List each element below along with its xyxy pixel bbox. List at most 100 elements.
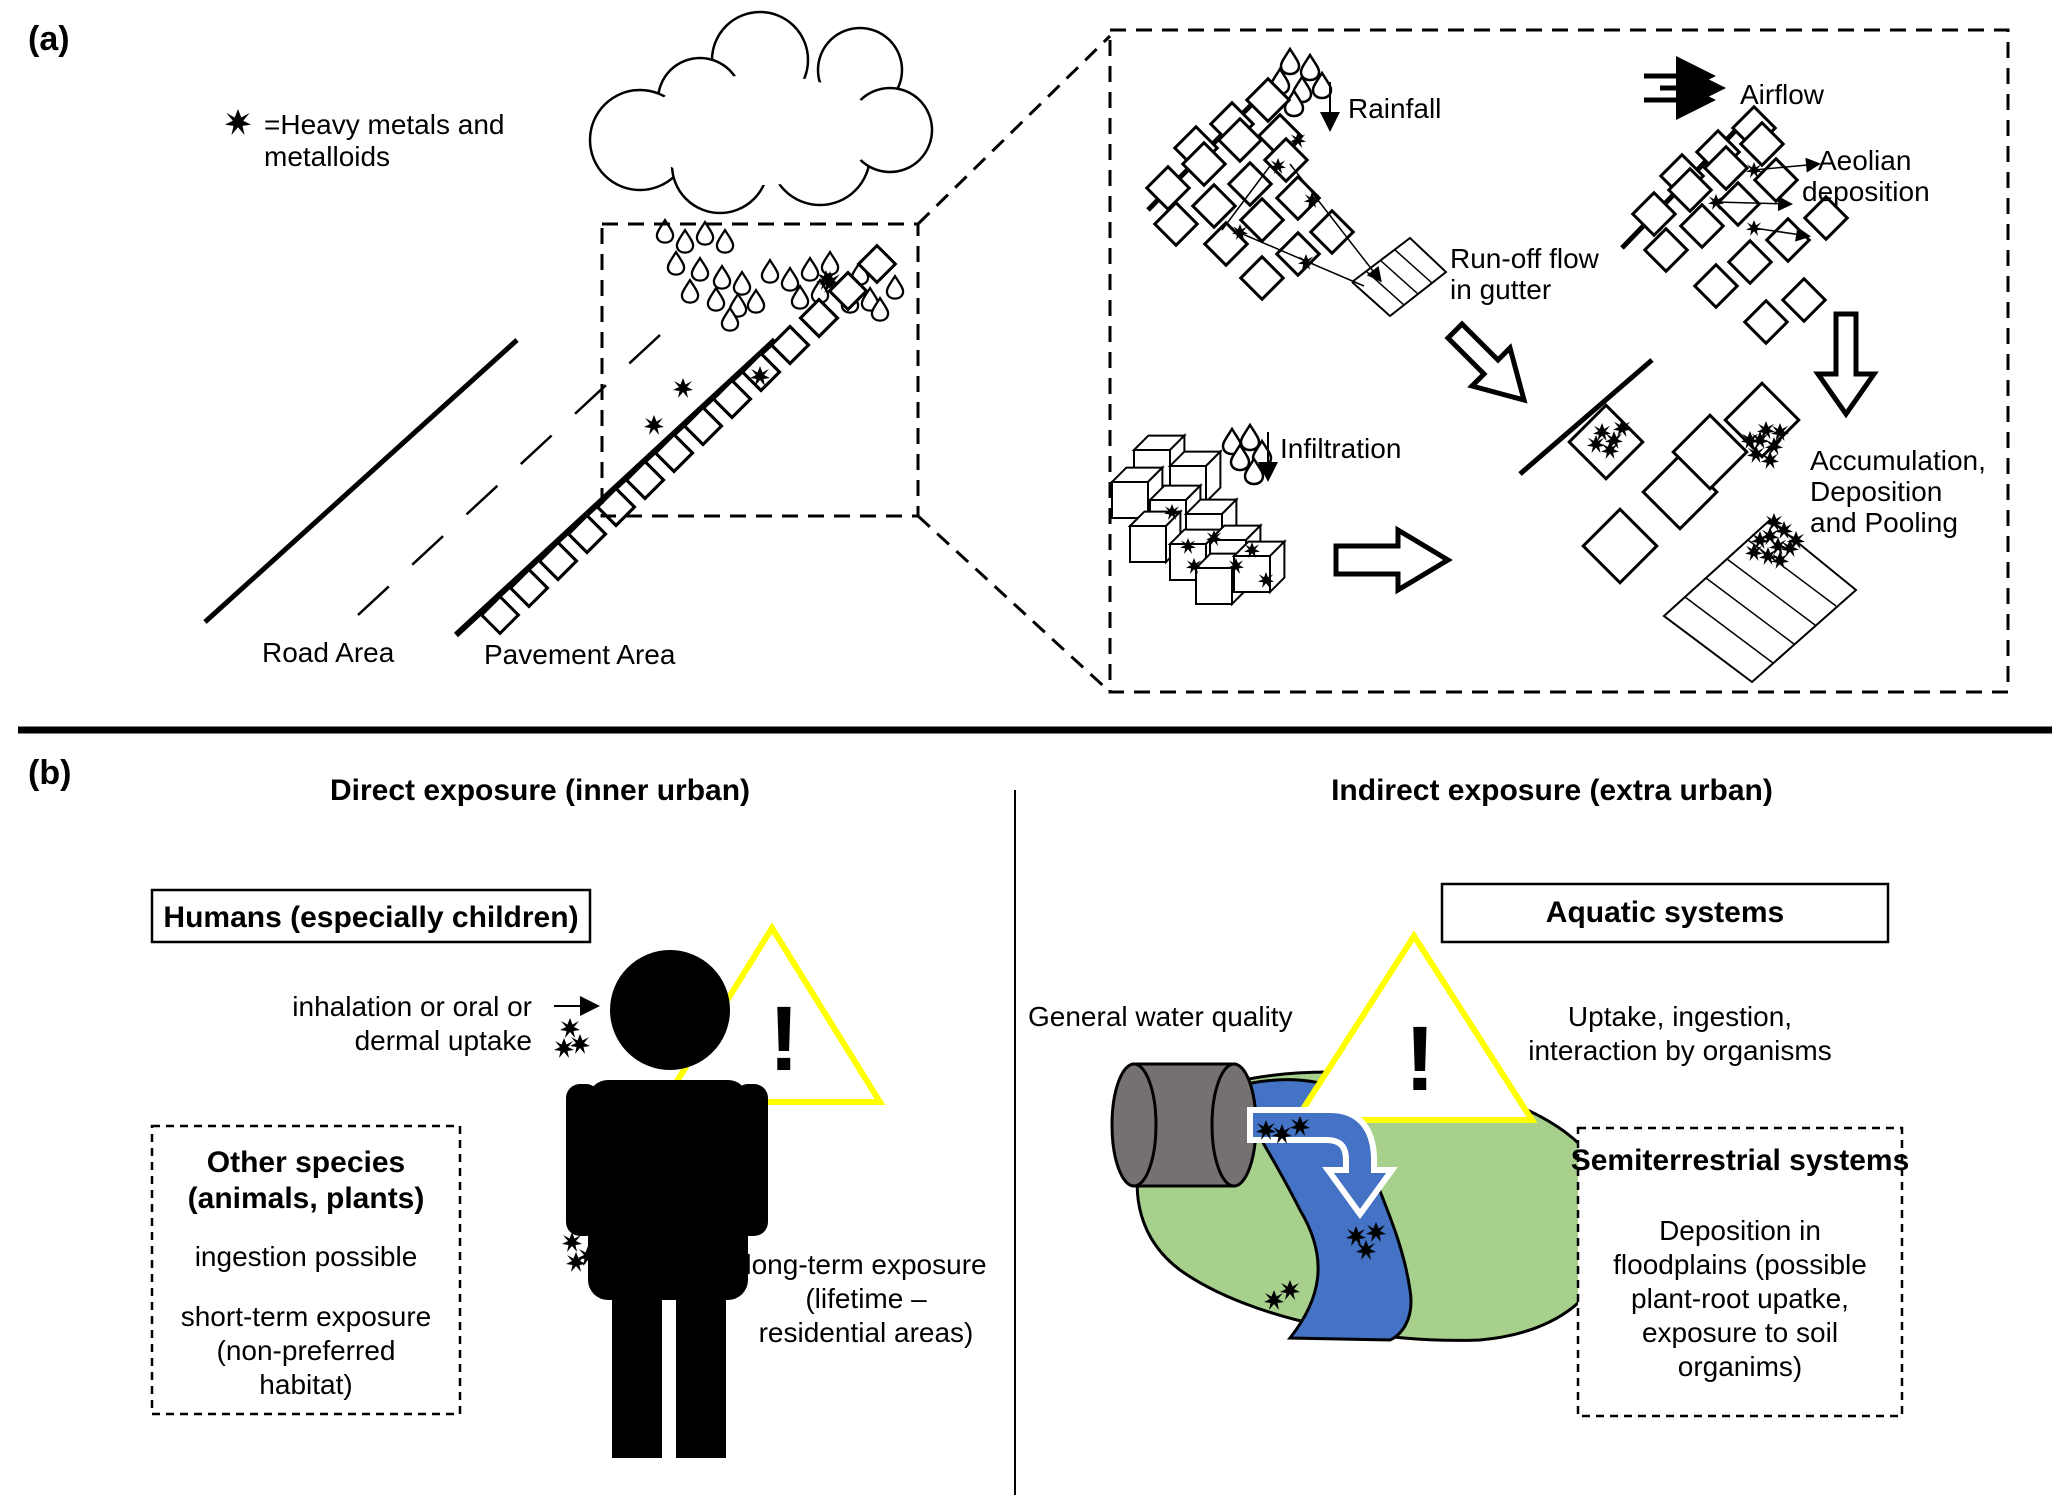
airflow-label: Airflow <box>1740 79 1825 110</box>
pavement-tile <box>682 405 724 447</box>
rainfall-subdiagram <box>1144 47 1448 318</box>
pavement-tile <box>653 432 695 474</box>
other-species-title-2: (animals, plants) <box>188 1182 425 1215</box>
raindrop-icon <box>780 266 800 292</box>
raindrop-icon <box>885 274 905 300</box>
raindrop-icon <box>732 270 752 296</box>
drainage-pipe-icon <box>1110 1062 1258 1188</box>
indirect-exposure-heading: Indirect exposure (extra urban) <box>1331 774 1773 807</box>
road-area-label: Road Area <box>262 637 395 668</box>
pavement-tile <box>1216 116 1264 164</box>
road-area-icon <box>203 334 661 624</box>
pavement-tile <box>1226 160 1274 208</box>
pavement-tile <box>1152 200 1200 248</box>
semiterrestrial-line-5: organims) <box>1678 1351 1802 1382</box>
accumulation-label-1: Accumulation, <box>1810 445 1986 476</box>
other-species-box <box>150 1124 462 1416</box>
infiltration-label: Infiltration <box>1280 433 1401 464</box>
other-species-line-2: short-term exposure <box>181 1301 432 1332</box>
raindrops-icon <box>655 218 905 332</box>
warning-triangle-icon: ! <box>1290 930 1538 1123</box>
zoom-connector-bottom <box>916 514 1112 694</box>
pavement-area-label: Pavement Area <box>484 639 676 670</box>
infiltration-blocks-icon <box>1109 423 1287 607</box>
other-species-line-4: habitat) <box>259 1369 352 1400</box>
pavement-tile <box>1802 194 1850 242</box>
direct-exposure-heading: Direct exposure (inner urban) <box>330 774 750 807</box>
airflow-arrows-icon <box>1644 56 1726 120</box>
pavement-tile <box>508 567 550 609</box>
pavement-tile <box>1190 182 1238 230</box>
raindrop-icon <box>746 288 766 314</box>
legend-line-1: =Heavy metals and <box>264 109 504 140</box>
longterm-label-1: long-term exposure <box>745 1249 986 1280</box>
pavement-tile <box>1630 190 1678 238</box>
pavement-tile <box>1308 208 1356 256</box>
pavement-tile <box>1692 262 1740 310</box>
airflow-subdiagram <box>1620 104 1850 346</box>
pavement-tile <box>711 378 753 420</box>
water-quality-label: General water quality <box>1028 1001 1293 1032</box>
runoff-label-2: in gutter <box>1450 274 1551 305</box>
semiterrestrial-line-4: exposure to soil <box>1642 1317 1838 1348</box>
pavement-tile <box>1723 381 1801 459</box>
heavy-metal-star-icon <box>225 109 251 135</box>
pavement-tile <box>1764 216 1812 264</box>
rainfall-label: Rainfall <box>1348 93 1441 124</box>
accumulation-label-3: and Pooling <box>1810 507 1958 538</box>
aquatic-box-label: Aquatic systems <box>1546 896 1784 929</box>
pavement-tile <box>1714 180 1762 228</box>
pavement-tile <box>798 297 840 339</box>
aquatic-uptake-label-1: Uptake, ingestion, <box>1568 1001 1792 1032</box>
accumulation-label-2: Deposition <box>1810 476 1942 507</box>
pavement-tile <box>1666 166 1714 214</box>
pavement-tile <box>479 594 521 636</box>
pavement-tile <box>624 459 666 501</box>
uptake-label-1: inhalation or oral or <box>292 991 532 1022</box>
person-icon <box>566 950 768 1458</box>
zoom-region-box <box>600 222 920 518</box>
pavement-tile <box>566 513 608 555</box>
semiterrestrial-line-1: Deposition in <box>1659 1215 1821 1246</box>
raindrop-icon <box>1239 423 1261 452</box>
zoom-detail-box <box>1108 28 2010 694</box>
cloud-icon <box>588 10 934 215</box>
pavement-tile <box>769 324 811 366</box>
longterm-label-3: residential areas) <box>759 1317 974 1348</box>
pavement-tile <box>1180 140 1228 188</box>
other-species-title-1: Other species <box>207 1146 405 1179</box>
raindrop-icon <box>760 258 780 284</box>
aeolian-label-1: Aeolian <box>1818 145 1911 176</box>
svg-text:!: ! <box>1405 1008 1436 1110</box>
panel-b-tag: (b) <box>28 754 71 792</box>
flow-arrows <box>1333 311 1879 595</box>
accumulation-subdiagram <box>1518 358 1858 684</box>
pavement-tile <box>537 540 579 582</box>
pavement-tile <box>1238 196 1286 244</box>
pavement-tile <box>856 243 898 285</box>
svg-text:!: ! <box>769 988 800 1090</box>
pavement-tile <box>1742 298 1790 346</box>
pavement-tile <box>1244 76 1292 124</box>
panel-a-tag: (a) <box>28 20 70 58</box>
pavement-tile <box>1567 403 1645 481</box>
other-species-line-1: ingestion possible <box>195 1241 418 1272</box>
other-species-line-3: (non-preferred <box>217 1335 396 1366</box>
pavement-tile <box>1702 144 1750 192</box>
semiterrestrial-box <box>1576 1126 1904 1418</box>
heavy-metal-star-icon <box>1746 220 1762 236</box>
raindrop-icon <box>715 228 735 254</box>
semiterrestrial-line-2: floodplains (possible <box>1613 1249 1867 1280</box>
panel-a: (a) =Heavy metals and metalloids Road Ar… <box>28 10 2010 694</box>
infiltration-to-accum-arrow <box>1333 525 1453 595</box>
pavement-tile <box>1678 202 1726 250</box>
panel-b: (b) Direct exposure (inner urban) Humans… <box>28 754 1909 1495</box>
legend-line-2: metalloids <box>264 141 390 172</box>
humans-box <box>150 888 592 944</box>
aeolian-to-accum-arrow <box>1813 311 1879 419</box>
zoom-connector-top <box>916 34 1112 226</box>
pavement-tile <box>1144 164 1192 212</box>
raindrop-icon <box>675 228 695 254</box>
pavement-tile <box>1642 226 1690 274</box>
pavement-area-icon <box>453 243 898 638</box>
